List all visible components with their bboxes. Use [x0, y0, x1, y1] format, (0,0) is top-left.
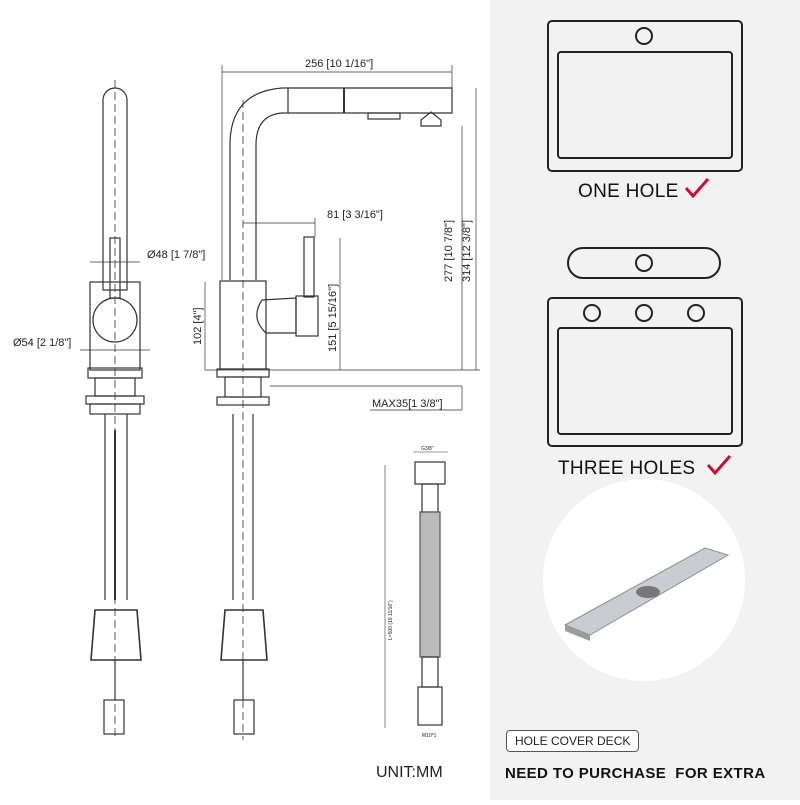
body-diameter-label: Ø48 [1 7/8"]: [147, 249, 205, 261]
base-diameter-label: Ø54 [2 1/8"]: [13, 337, 71, 349]
hole-cover-deck-image: [543, 479, 745, 681]
dimension-lines: [204, 65, 480, 411]
hose-top-thread: G3/8": [421, 446, 434, 452]
spout-height-dimension: 277 [10 7/8"]: [443, 220, 455, 282]
total-height-dimension: 314 [12 3/8"]: [461, 220, 473, 282]
faucet-front-view: [216, 87, 453, 740]
width-dimension: 256 [10 1/16"]: [305, 58, 373, 70]
one-hole-sink-icon: [547, 20, 743, 172]
hose-bottom-thread: M10*1: [422, 733, 437, 739]
one-hole-label: ONE HOLE: [578, 181, 679, 202]
handle-height-dimension: 151 [5 15/16"]: [327, 284, 339, 352]
hose-drawing: [384, 451, 448, 728]
three-hole-sink-icon: [547, 247, 743, 447]
base-height-dimension: 102 [4"]: [192, 307, 204, 345]
hole-cover-deck-badge: HOLE COVER DECK: [506, 730, 640, 752]
hose-length: L=500 (19 11/16"): [388, 600, 394, 640]
unit-label: UNIT:MM: [376, 764, 443, 781]
installation-options-panel: [490, 0, 800, 800]
faucet-technical-drawing: Ø48 [1 7/8"] Ø54 [2 1/8"] 256 [10 1/16"]…: [13, 58, 480, 740]
check-icon: [684, 178, 710, 199]
deck-thickness-dimension: MAX35[1 3/8"]: [372, 398, 443, 410]
spout-reach-dimension: 81 [3 3/16"]: [327, 209, 383, 221]
purchase-note: NEED TO PURCHASE FOR EXTRA: [505, 765, 766, 782]
faucet-side-view: [80, 80, 150, 740]
three-holes-label: THREE HOLES: [558, 458, 696, 479]
check-icon: [706, 455, 732, 476]
